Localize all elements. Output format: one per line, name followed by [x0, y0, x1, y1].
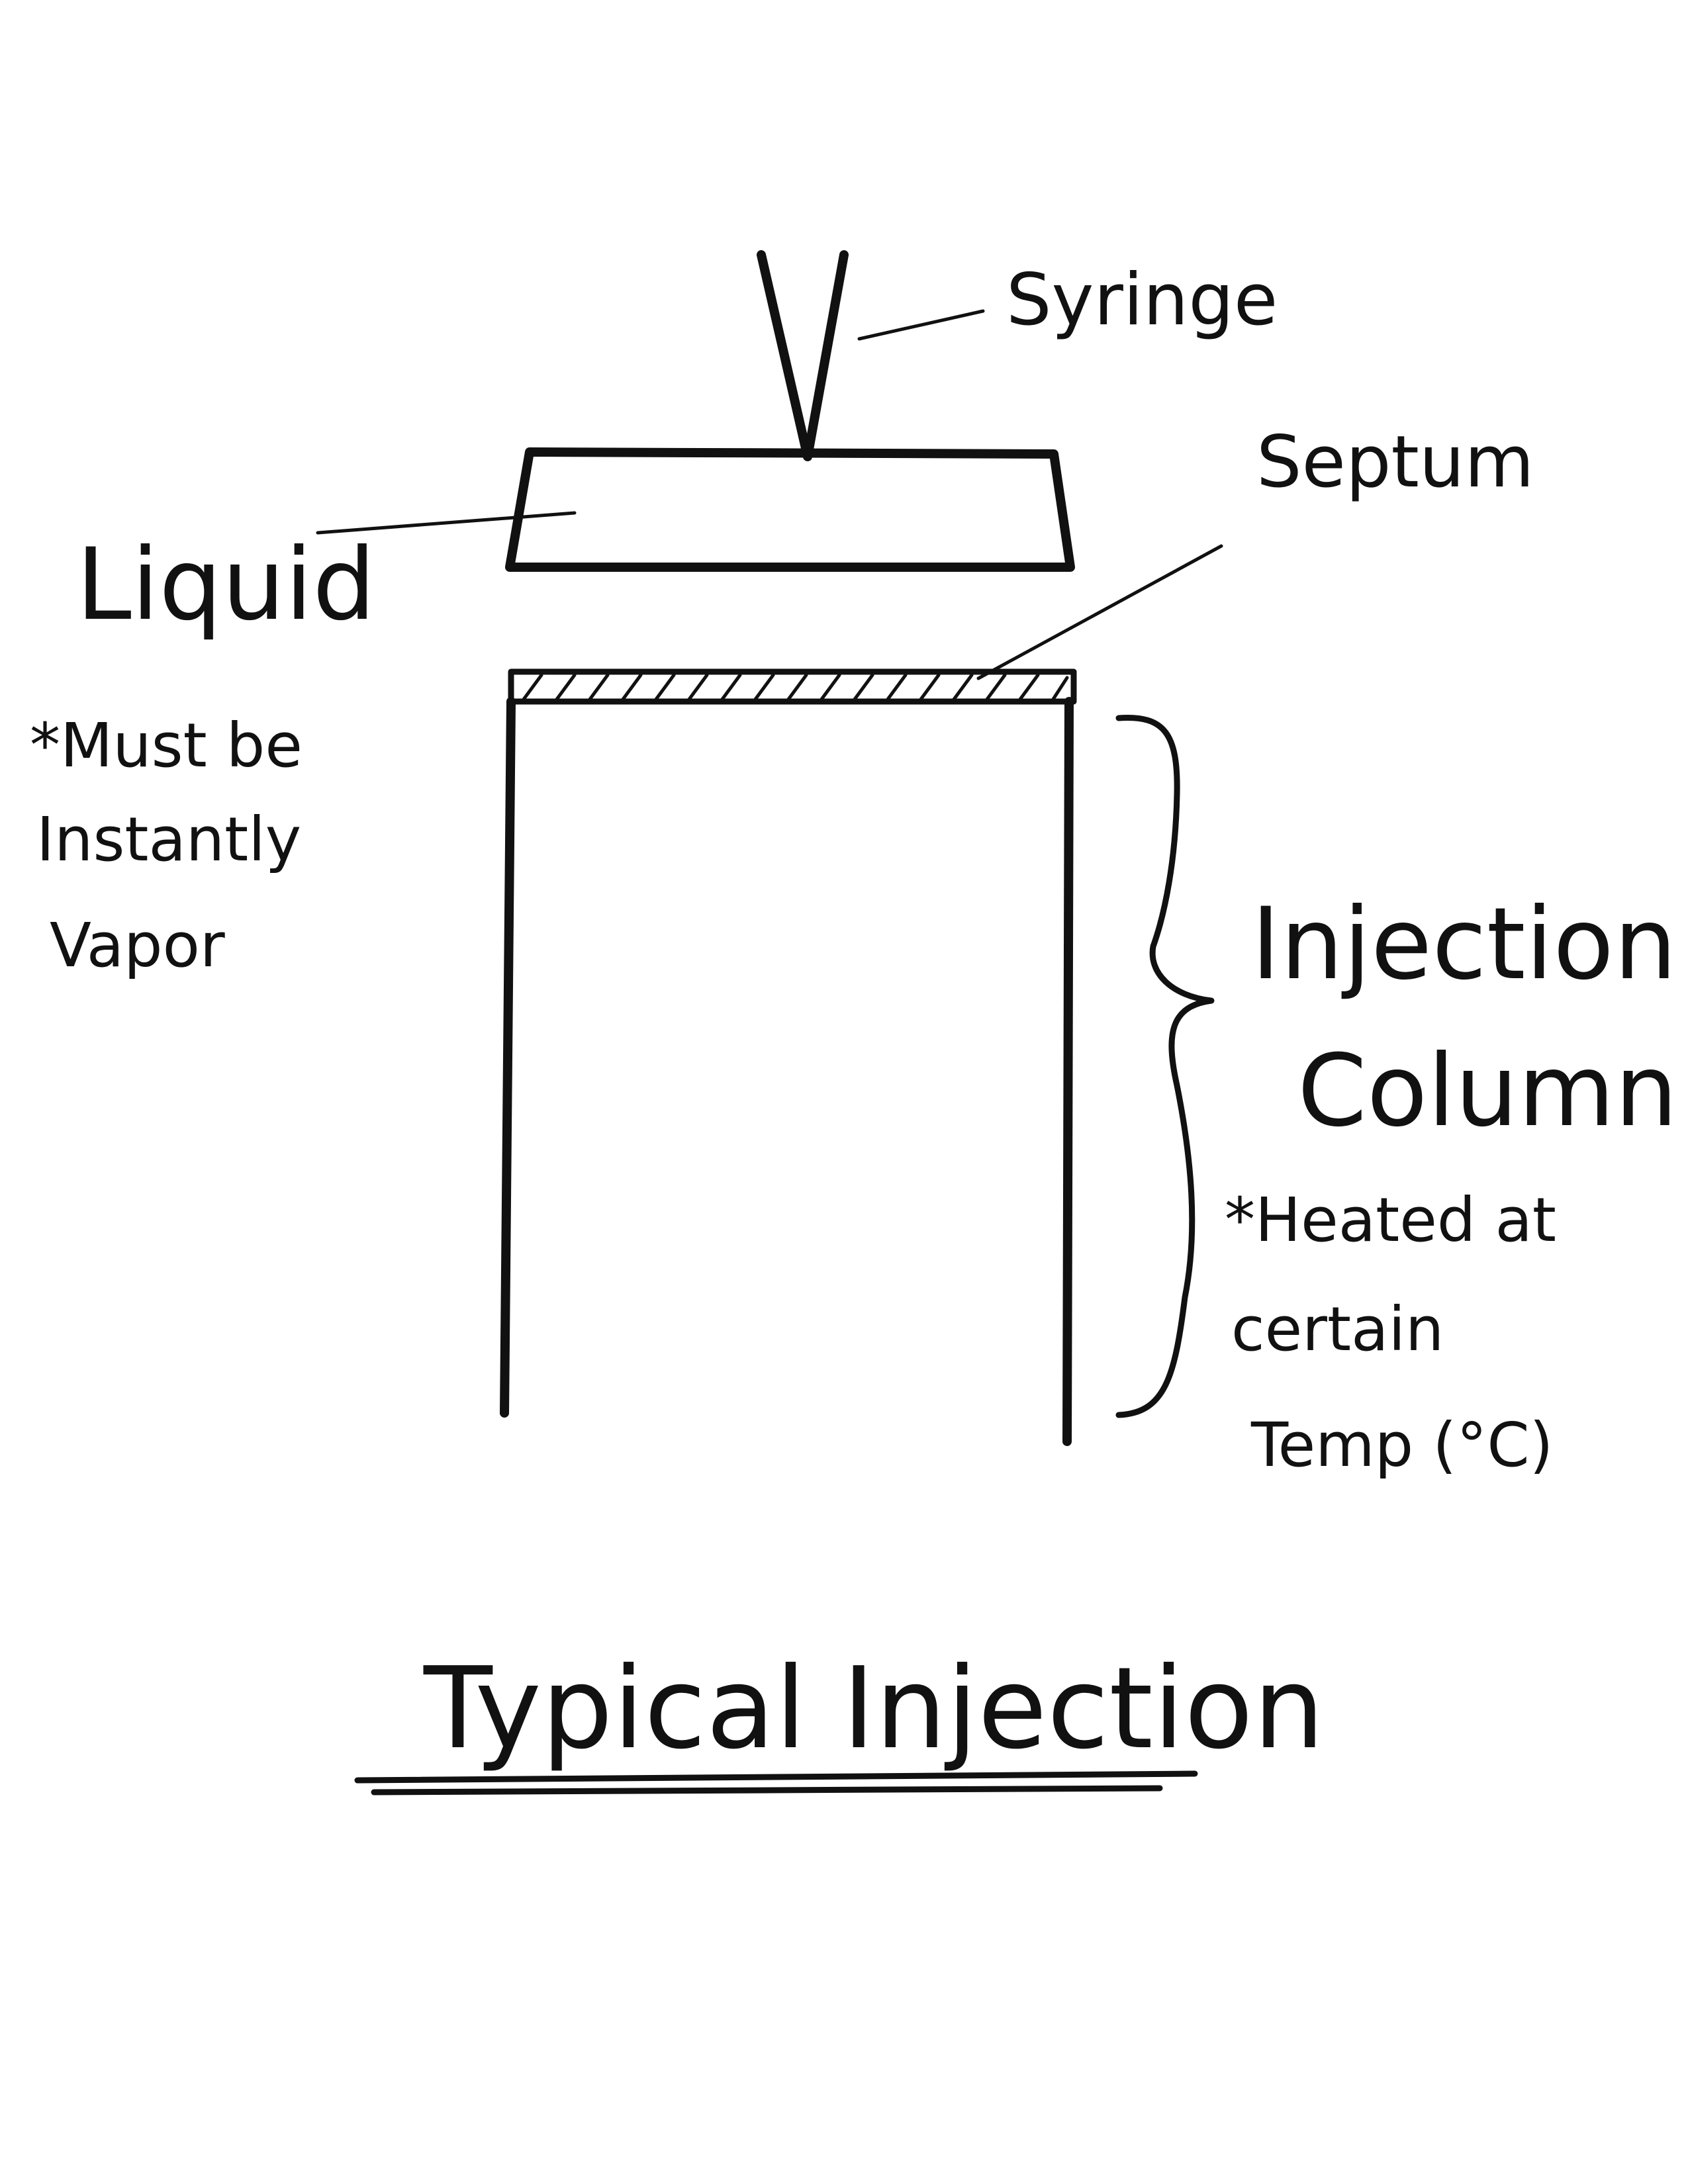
liquid-label: Liquid — [76, 527, 375, 643]
title-underline-lower — [371, 1785, 1163, 1796]
diagram-title: Typical Injection — [423, 1643, 1325, 1774]
column-label-line-2: Column — [1297, 1034, 1677, 1149]
title-underline-upper — [354, 1770, 1198, 1784]
syringe-leader-line — [857, 309, 985, 341]
column-label-line-1: Injection — [1251, 887, 1677, 1002]
note-right-line-1: *Heated at — [1225, 1185, 1556, 1255]
liquid-leader-line — [316, 511, 577, 535]
septum-label: Septum — [1256, 421, 1534, 504]
note-left-line-2: Instantly — [36, 804, 301, 875]
septum — [508, 668, 1077, 705]
syringe-label: Syringe — [1006, 259, 1278, 341]
column-left-wall — [500, 697, 516, 1418]
note-right-line-3: Temp (°C) — [1250, 1410, 1553, 1480]
liquid-block — [505, 447, 1075, 572]
column-brace — [1115, 714, 1215, 1418]
note-right-line-2: certain — [1231, 1294, 1444, 1365]
column-right-wall — [1062, 697, 1074, 1446]
note-left-line-3: Vapor — [50, 910, 225, 981]
syringe-needle — [757, 250, 849, 461]
septum-hatching — [521, 673, 1069, 702]
septum-leader-line — [976, 544, 1223, 680]
note-left-line-1: *Must be — [30, 710, 303, 781]
